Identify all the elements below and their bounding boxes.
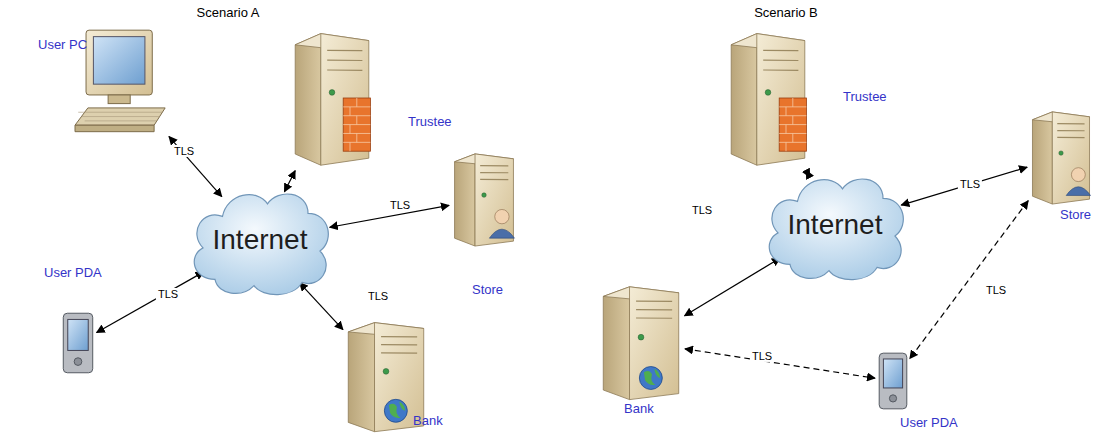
- edge-label: TLS: [750, 350, 774, 362]
- connector: [300, 283, 343, 330]
- server-icon: [600, 282, 682, 402]
- internet-cloud: Internet: [760, 170, 910, 280]
- server-node: Trustee: [292, 28, 372, 168]
- server-node: Store: [452, 150, 516, 248]
- cloud-label: Internet: [185, 185, 335, 295]
- scenario-title: Scenario A: [197, 6, 260, 20]
- connector: [806, 171, 809, 177]
- pda-icon: [62, 312, 94, 374]
- edge-label: TLS: [172, 145, 196, 157]
- node-label: User PDA: [44, 266, 102, 280]
- server-node: Store: [1030, 108, 1092, 206]
- edge-label: TLS: [156, 288, 180, 300]
- server-node: Bank: [600, 282, 682, 402]
- connector: [685, 258, 781, 316]
- internet-cloud: Internet: [185, 185, 335, 295]
- dashed-connector: [910, 201, 1028, 359]
- edge-label: TLS: [366, 290, 390, 302]
- server-icon: [1030, 108, 1092, 206]
- pda-node: User PDA: [878, 352, 908, 410]
- connector: [169, 137, 222, 197]
- edge-label: TLS: [388, 199, 412, 211]
- server-node: Trustee: [728, 28, 808, 168]
- node-label: Store: [472, 283, 503, 297]
- pda-icon: [878, 352, 908, 410]
- computer-node: User PC: [75, 28, 167, 136]
- edge-label: TLS: [958, 178, 982, 190]
- cloud-label: Internet: [760, 170, 910, 280]
- node-label: Bank: [624, 402, 654, 416]
- node-label: Store: [1060, 208, 1091, 222]
- edge-label: TLS: [984, 284, 1008, 296]
- connector: [97, 272, 204, 333]
- pda-node: User PDA: [62, 312, 94, 374]
- connector: [901, 167, 1027, 205]
- dashed-connector: [685, 349, 875, 378]
- server-node: Bank: [345, 318, 427, 434]
- server-icon: [292, 28, 372, 168]
- server-icon: [452, 150, 516, 248]
- node-label: User PDA: [900, 416, 958, 430]
- node-label: Trustee: [408, 115, 452, 129]
- pc-icon: [75, 28, 167, 136]
- node-label: User PC: [38, 38, 87, 52]
- edge-label: TLS: [690, 204, 714, 216]
- scenario-title: Scenario B: [754, 6, 818, 20]
- connector: [284, 171, 295, 192]
- server-icon: [728, 28, 808, 168]
- node-label: Trustee: [843, 90, 887, 104]
- node-label: Bank: [413, 414, 443, 428]
